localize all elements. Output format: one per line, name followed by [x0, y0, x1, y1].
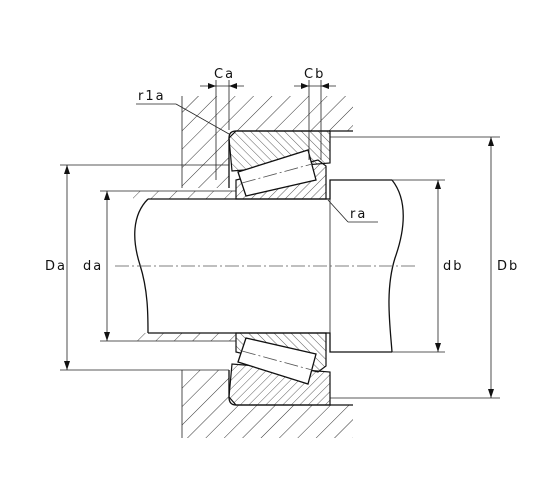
dim-da: [100, 190, 236, 342]
roller-top: [237, 149, 317, 197]
dim-Da: [60, 164, 229, 371]
shaft-shoulder-bottom: [133, 333, 236, 341]
leader-ra: [327, 199, 378, 223]
shaft-shoulder-top: [133, 191, 236, 199]
label-da: da: [83, 259, 103, 274]
label-db: db: [443, 259, 464, 274]
label-ra: ra: [350, 207, 367, 222]
label-Db: Db: [497, 259, 519, 274]
label-r1a: r1a: [138, 89, 166, 104]
label-Cb: Cb: [304, 67, 325, 82]
dim-Ca: [200, 80, 244, 180]
roller-bottom: [237, 337, 317, 385]
dim-Cb: [294, 80, 336, 160]
dim-db: [392, 179, 445, 353]
leader-r1a: [136, 103, 230, 135]
label-Ca: Ca: [214, 67, 235, 82]
dim-Db: [330, 136, 500, 399]
label-Da: Da: [45, 259, 67, 274]
